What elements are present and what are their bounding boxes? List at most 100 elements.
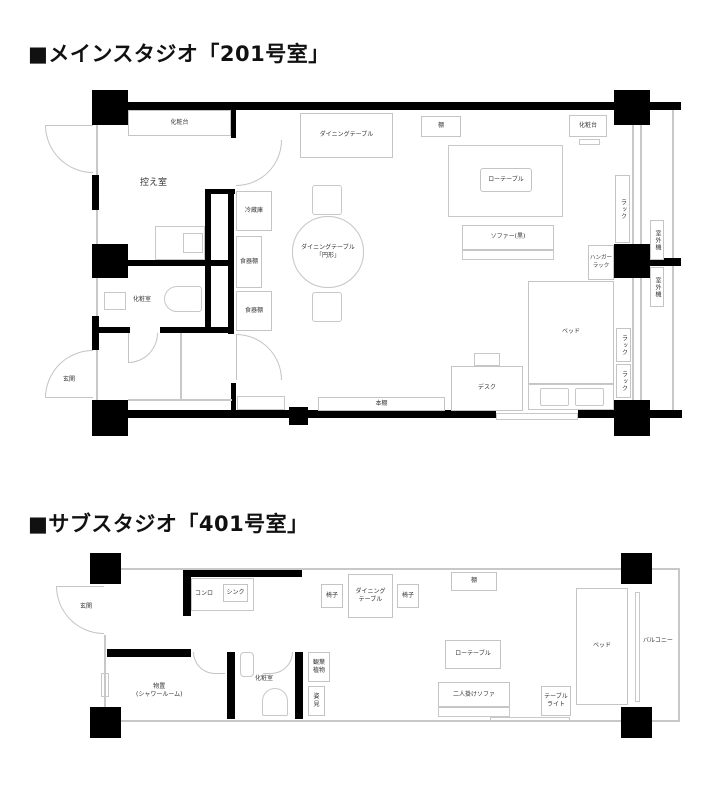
fridge: 冷蔵庫 [236, 191, 272, 231]
door-swing [236, 140, 282, 186]
shelf: 棚 [421, 116, 461, 137]
room-balcony: バルコニー [643, 637, 673, 644]
lamp-line2: ライト [546, 701, 565, 708]
sink: シンク [223, 584, 248, 602]
hanger-rack: ハンガーラック [588, 245, 614, 280]
column [92, 90, 128, 125]
chair-right: 椅子 [397, 584, 419, 608]
column [92, 244, 128, 278]
column [92, 400, 128, 436]
chair-left: 椅子 [321, 584, 343, 608]
dining-label: ダイニングテーブル [355, 588, 385, 604]
outdoor-unit-1: 室外機 [650, 220, 664, 260]
wall-powder [227, 652, 235, 719]
low-table: ローテーブル [480, 168, 532, 192]
wall-interior [126, 260, 234, 266]
room-entrance: 玄関 [63, 376, 76, 383]
dining-line2: テーブル [358, 596, 383, 603]
sofa-seat [462, 250, 554, 260]
cupboard-2: 食器棚 [236, 291, 272, 331]
wall-interior [231, 108, 236, 138]
wall-left [92, 175, 99, 210]
partition-line [180, 333, 182, 399]
wall-interior [231, 383, 236, 413]
mirror-line1: 姿 [313, 692, 320, 700]
plant-line1: 観葉 [312, 658, 325, 666]
genkan-step [128, 399, 232, 401]
pillow [540, 388, 569, 406]
wall-interior [205, 189, 235, 194]
column [90, 553, 121, 584]
mirror-label: 姿見 [313, 693, 319, 709]
plan-title-201: ■メインスタジオ「201号室」 [28, 42, 330, 66]
lamp-label: テーブルライト [544, 693, 568, 709]
column [614, 90, 650, 125]
wall-interior [96, 327, 130, 333]
wall-powder [295, 652, 303, 719]
wall-storage [107, 649, 191, 657]
desk-chair [474, 353, 500, 366]
balcony-window [635, 592, 640, 702]
table-lamp: テーブルライト [541, 686, 571, 716]
storage-line1: 物置 [153, 683, 166, 690]
column [614, 244, 650, 278]
door-swing [236, 334, 282, 380]
sink-icon [183, 233, 203, 253]
kitchen-counter [191, 578, 254, 611]
toilet-icon [164, 286, 202, 312]
column [90, 707, 121, 738]
hanger-rack-label: ハンガーラック [590, 255, 612, 270]
wall-interior [160, 327, 234, 333]
vanity-right: 化粧台 [569, 115, 607, 137]
door-swing [193, 652, 225, 674]
storage-line2: (シャワールーム) [136, 690, 183, 698]
lamp-line1: テーブル [544, 692, 568, 700]
round-table-label: ダイニングテーブル「円形」 [301, 244, 355, 260]
dining-table: ダイニングテーブル [300, 113, 393, 158]
wall-mid-right [645, 258, 681, 266]
room-storage: 物置(シャワールーム) [136, 683, 183, 699]
door-swing [263, 652, 293, 674]
mirror-line2: 見 [313, 701, 320, 708]
shower-icon [240, 652, 254, 677]
low-table: ローテーブル [445, 640, 501, 669]
room-powder: 化粧室 [133, 296, 152, 303]
mirror: 姿見 [308, 686, 325, 716]
hanger-rack-line2: ラック [592, 262, 610, 269]
rug [448, 145, 563, 217]
wall-left [92, 316, 99, 350]
pillow [575, 388, 604, 406]
plant: 観葉植物 [308, 652, 330, 682]
window-bottom [496, 413, 578, 420]
rack-bottom: ラック [616, 364, 631, 398]
chair [312, 185, 342, 215]
round-table-line2: 「円形」 [315, 252, 340, 259]
bed-foot [528, 384, 614, 410]
rack-top: ラック [615, 175, 630, 243]
column [621, 707, 652, 738]
window-bottom [490, 717, 570, 722]
bed: ベッド [528, 281, 614, 384]
vanity-left: 化粧台 [128, 110, 231, 136]
stove: コンロ [195, 590, 214, 597]
window-small [101, 673, 109, 697]
column [621, 553, 652, 584]
rack-mid: ラック [616, 328, 631, 362]
wall-kitchen [183, 570, 191, 616]
door-swing [128, 333, 158, 363]
sofa: 二人掛けソファ [438, 682, 510, 708]
bookshelf: 本棚 [318, 397, 445, 411]
plant-line2: 植物 [312, 667, 325, 674]
column [614, 400, 650, 436]
wall-top [126, 102, 626, 110]
bed: ベッド [576, 588, 628, 705]
toilet-icon [262, 688, 288, 716]
hanger-rack-line1: ハンガー [589, 255, 612, 262]
wall-kitchen [183, 570, 302, 577]
counter [155, 226, 205, 260]
wall-line-right [678, 568, 680, 721]
outdoor-unit-2: 室外機 [650, 267, 664, 307]
sofa-seat [438, 706, 510, 717]
plant-label: 観葉植物 [313, 659, 325, 675]
cupboard-1: 食器棚 [236, 236, 262, 288]
